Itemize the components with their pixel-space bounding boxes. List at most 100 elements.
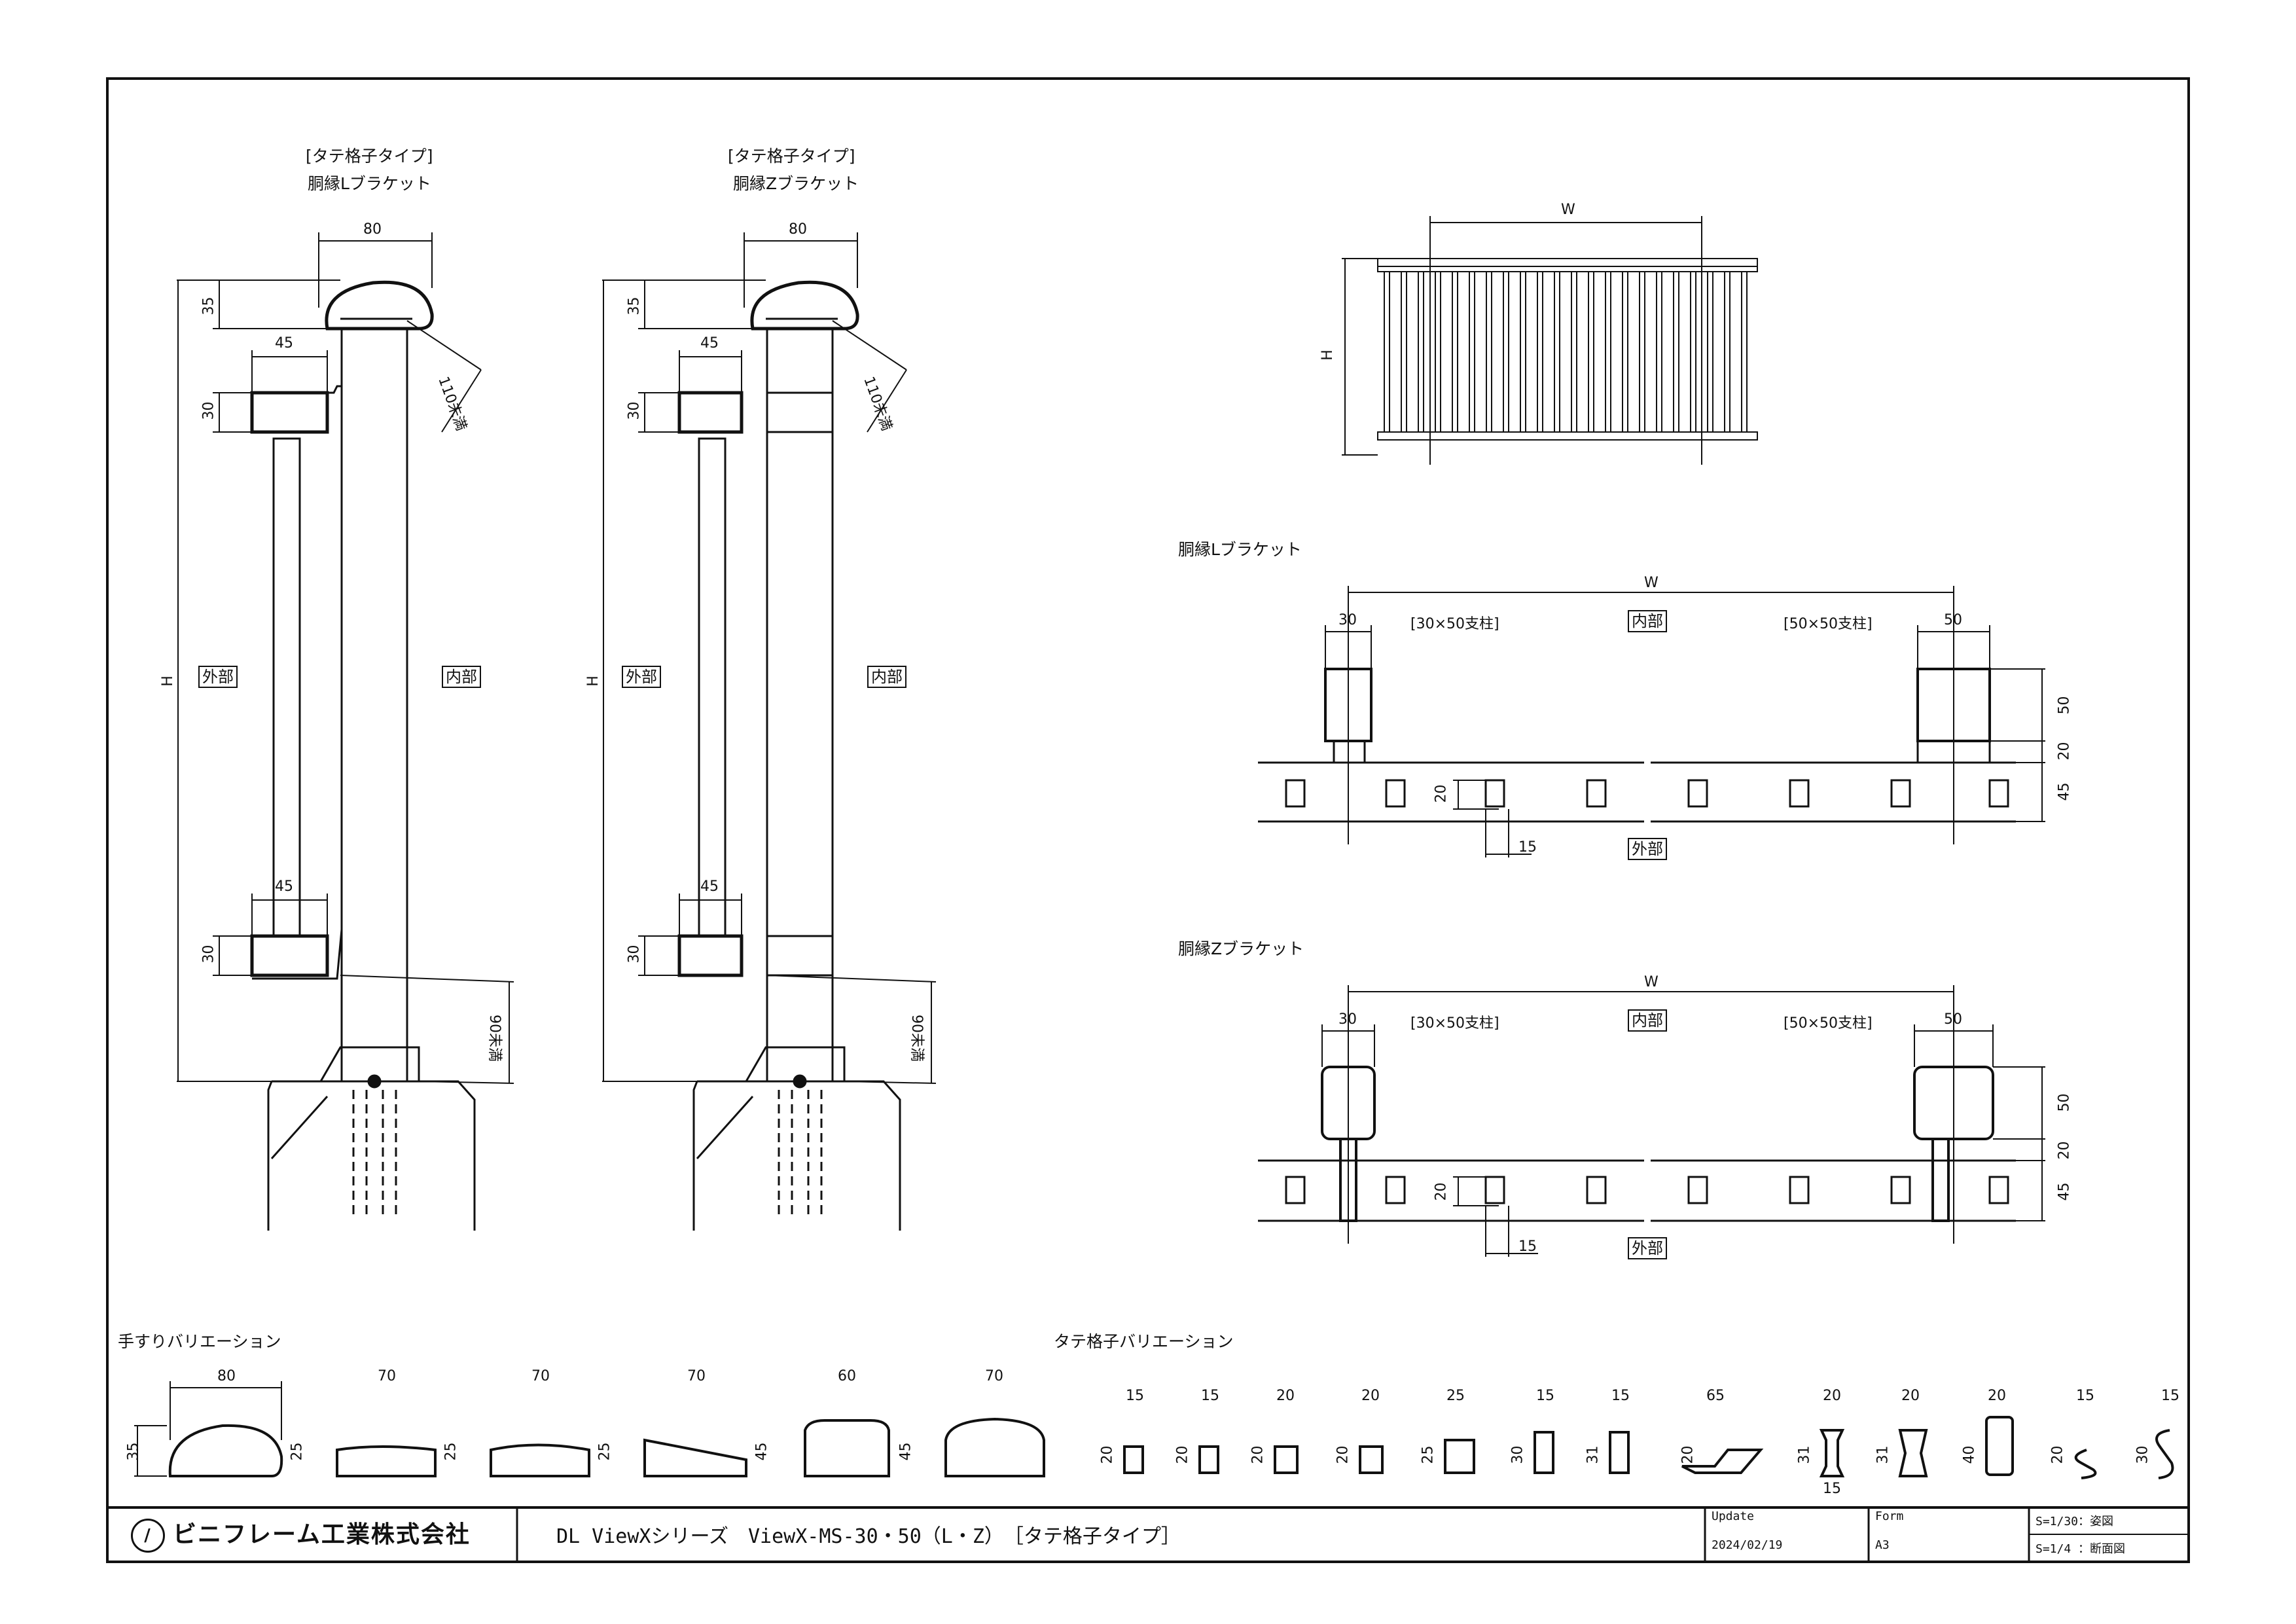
- dim-W-plan-l: W: [1644, 575, 1659, 591]
- dim-W-plan-z: W: [1644, 974, 1659, 990]
- dim-20v-plan-z: 20: [2056, 1141, 2073, 1160]
- handrail-variation-width: 80: [217, 1368, 236, 1384]
- label-outside-left: 外部: [198, 666, 238, 688]
- scale-section: S=1/4 ：断面図: [2036, 1542, 2126, 1556]
- grid-variation-height: 20: [1249, 1445, 1266, 1464]
- bracket-hole: [1789, 779, 1810, 808]
- update-value: 2024/02/19: [1712, 1538, 1783, 1552]
- grid-bar: [1537, 271, 1543, 433]
- grid-bar: [1690, 271, 1696, 433]
- label-post30-l: [30×50支柱]: [1410, 616, 1499, 632]
- grid-bar: [1741, 271, 1748, 433]
- grid-variation-height: 25: [1420, 1445, 1437, 1464]
- product-title: DL ViewXシリーズ ViewX-MS-30・50（L・Z） ［タテ格子タイ…: [556, 1525, 1181, 1548]
- grid-bar: [1588, 271, 1594, 433]
- bracket-hole: [1285, 1176, 1306, 1204]
- dim-45-middle-top: 45: [700, 335, 719, 352]
- grid-bar: [1418, 271, 1424, 433]
- grid-bar: [1707, 271, 1713, 433]
- dim-W-front: W: [1561, 202, 1575, 218]
- dim-30-plan-l: 30: [1338, 612, 1357, 628]
- dim-H-middle: H: [584, 676, 601, 687]
- dim-90-middle: 90未満: [908, 1015, 925, 1062]
- grid-variation-height: 30: [1509, 1445, 1526, 1464]
- bracket-hole: [1586, 779, 1607, 808]
- dim-45v-plan-l: 45: [2056, 782, 2073, 801]
- grid-variation-height: 31: [1874, 1445, 1892, 1464]
- label-outside-plan-l: 外部: [1628, 838, 1667, 860]
- grid-bar: [1469, 271, 1475, 433]
- grid-variation-height: 20: [2049, 1445, 2066, 1464]
- grid-variation-height: 31: [1585, 1445, 1602, 1464]
- bracket-hole: [1484, 779, 1505, 808]
- grid-bar: [1673, 271, 1679, 433]
- middle-elevation: [602, 232, 937, 1231]
- dim-35-middle: 35: [626, 297, 643, 316]
- dim-50-plan-z: 50: [1944, 1011, 1962, 1028]
- front-elevation: [1342, 216, 1758, 465]
- label-outside-middle: 外部: [622, 666, 661, 688]
- handrail-variation-height: 25: [596, 1442, 613, 1461]
- grid-bar: [1656, 271, 1662, 433]
- grid-bar: [1520, 271, 1526, 433]
- grid-variation-height: 20: [1174, 1445, 1191, 1464]
- label-post50-l: [50×50支柱]: [1784, 616, 1873, 632]
- dim-50v-plan-z: 50: [2056, 1093, 2073, 1112]
- dim-15-hole-z: 15: [1518, 1238, 1537, 1255]
- handrail-variation-height: 25: [442, 1442, 459, 1461]
- dim-15-hole-l: 15: [1518, 839, 1537, 856]
- grid-bar: [1639, 271, 1645, 433]
- bracket-hole: [1586, 1176, 1607, 1204]
- dim-30-middle-bottom: 30: [626, 945, 643, 964]
- label-outside-plan-z: 外部: [1628, 1237, 1667, 1259]
- grid-variation-width: 20: [1361, 1388, 1380, 1404]
- company-logo-icon: ∕: [131, 1519, 165, 1553]
- update-label: Update: [1712, 1509, 1755, 1523]
- grid-variation-height: 20: [1099, 1445, 1116, 1464]
- bracket-hole: [1687, 1176, 1708, 1204]
- grid-bar: [1486, 271, 1492, 433]
- label-inside-plan-z: 内部: [1628, 1009, 1667, 1032]
- grid-variation-width: 15: [1126, 1388, 1144, 1404]
- section-handrail-variation: 手すりバリエーション: [118, 1332, 281, 1351]
- left-view-title-2: 胴縁Lブラケット: [308, 174, 431, 193]
- dim-30-left-top: 30: [200, 401, 217, 420]
- scale-elevation: S=1/30：姿図: [2036, 1515, 2114, 1528]
- handrail-variation-height: 45: [753, 1442, 770, 1461]
- grid-variation-width: 15: [2076, 1388, 2094, 1404]
- grid-bar: [1401, 271, 1407, 433]
- grid-variation-width: 65: [1706, 1388, 1725, 1404]
- dim-45v-plan-z: 45: [2056, 1182, 2073, 1201]
- handrail-variation-height: 35: [125, 1442, 142, 1461]
- section-plan-l: 胴縁Lブラケット: [1178, 540, 1302, 559]
- grid-bar: [1571, 271, 1577, 433]
- label-inside-plan-l: 内部: [1628, 610, 1667, 632]
- bracket-hole: [1789, 1176, 1810, 1204]
- grid-variation-bottom: 15: [1823, 1481, 1841, 1497]
- section-grid-variation: タテ格子バリエーション: [1054, 1332, 1234, 1351]
- handrail-variation-width: 60: [838, 1368, 856, 1384]
- middle-view-title-2: 胴縁Zブラケット: [733, 174, 859, 193]
- dim-H-left: H: [159, 676, 176, 687]
- bracket-hole: [1988, 1176, 2009, 1204]
- grid-bar: [1622, 271, 1628, 433]
- grid-bar: [1435, 271, 1441, 433]
- dim-30-plan-z: 30: [1338, 1011, 1357, 1028]
- bracket-hole: [1285, 779, 1306, 808]
- plan-z-bracket: [1258, 985, 2045, 1257]
- dim-50v-plan-l: 50: [2056, 696, 2073, 715]
- grid-variation-shapes: [1123, 1416, 2174, 1479]
- label-post30-z: [30×50支柱]: [1410, 1015, 1499, 1032]
- grid-variation-width: 15: [2161, 1388, 2179, 1404]
- label-inside-middle: 内部: [867, 666, 906, 688]
- bracket-hole: [1988, 779, 2009, 808]
- middle-view-title-1: [タテ格子タイプ]: [728, 147, 855, 166]
- dim-45-left-top: 45: [275, 335, 293, 352]
- dim-30-middle-top: 30: [626, 401, 643, 420]
- label-inside-left: 内部: [442, 666, 481, 688]
- grid-variation-width: 20: [1823, 1388, 1841, 1404]
- dim-35-left: 35: [200, 297, 217, 316]
- bracket-hole: [1385, 1176, 1406, 1204]
